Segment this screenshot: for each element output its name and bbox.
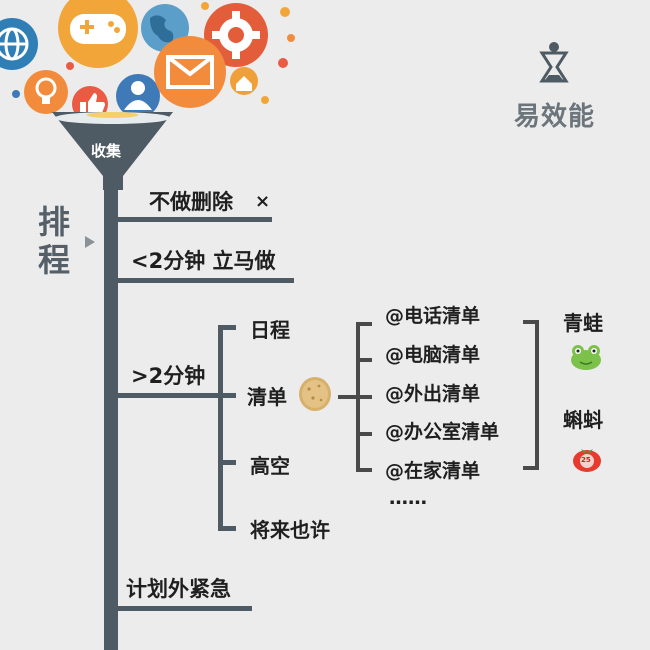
list-computer: @电脑清单: [385, 344, 481, 366]
branch-over2-label: >2分钟: [131, 364, 206, 388]
gamepad-icon: [58, 0, 138, 68]
lists-bracket-tick-3: [356, 395, 372, 399]
lists-bracket-tick-2: [356, 358, 372, 362]
tadpole-label: 蝌蚪: [563, 408, 603, 432]
child-high-altitude-label: 高空: [250, 454, 290, 478]
arrow-right-icon: [85, 236, 95, 248]
branch-unplanned-bar: [112, 606, 252, 611]
lists-bracket-tick-4: [356, 432, 372, 436]
list-home: @在家清单: [385, 460, 481, 482]
gear-icon: [204, 3, 268, 67]
child-schedule-label: 日程: [250, 318, 290, 342]
tomato-number: 25: [581, 456, 591, 464]
over2-bracket-tick-3: [218, 460, 236, 465]
lightbulb-icon: [24, 70, 68, 114]
branch-over2-bar: [112, 393, 222, 398]
list-errands: @外出清单: [385, 383, 481, 405]
frog-icon: [571, 345, 601, 370]
right-bracket-vertical: [535, 320, 539, 470]
branch-under2-bar: [112, 278, 294, 283]
list-more: ……: [389, 487, 427, 509]
side-title: 排 程: [38, 203, 70, 280]
delete-mark: ×: [255, 191, 271, 212]
over2-bracket-tick-4: [218, 526, 236, 531]
side-title-line2: 程: [38, 241, 71, 280]
funnel-label: 收集: [91, 142, 122, 160]
frog-label: 青蛙: [563, 311, 603, 335]
hourglass-logo-icon: [539, 42, 569, 83]
decor-dots: [12, 2, 295, 104]
right-bracket-top: [523, 320, 539, 324]
funnel-icon: [52, 112, 173, 190]
list-connector: [338, 395, 356, 399]
potato-icon: [299, 377, 331, 411]
globe-icon: [0, 18, 38, 70]
right-bracket-bottom: [523, 466, 539, 470]
lists-bracket-tick-1: [356, 322, 372, 326]
child-someday-label: 将来也许: [250, 518, 330, 542]
list-phone: @电话清单: [385, 305, 481, 327]
list-office: @办公室清单: [385, 421, 500, 443]
logo-text: 易效能: [514, 102, 596, 132]
branch-delete-bar: [112, 217, 272, 222]
user-icon: [116, 74, 160, 118]
tomato-timer-icon: 25: [572, 444, 602, 472]
over2-bracket-tick-1: [218, 325, 236, 330]
over2-bracket-vertical: [218, 325, 223, 531]
main-trunk: [104, 180, 118, 650]
mail-icon: [154, 36, 226, 108]
over2-bracket-tick-2: [218, 393, 236, 398]
branch-delete-label: 不做删除: [149, 190, 233, 214]
home-icon: [230, 67, 258, 95]
branch-unplanned-label: 计划外紧急: [126, 577, 231, 601]
side-title-line1: 排: [38, 203, 71, 241]
icon-cluster: [0, 0, 295, 122]
lists-bracket-tick-5: [356, 468, 372, 472]
branch-under2-label: <2分钟 立马做: [131, 249, 276, 273]
child-list-label: 清单: [247, 385, 287, 409]
tomato-timer-svg: [573, 449, 601, 472]
